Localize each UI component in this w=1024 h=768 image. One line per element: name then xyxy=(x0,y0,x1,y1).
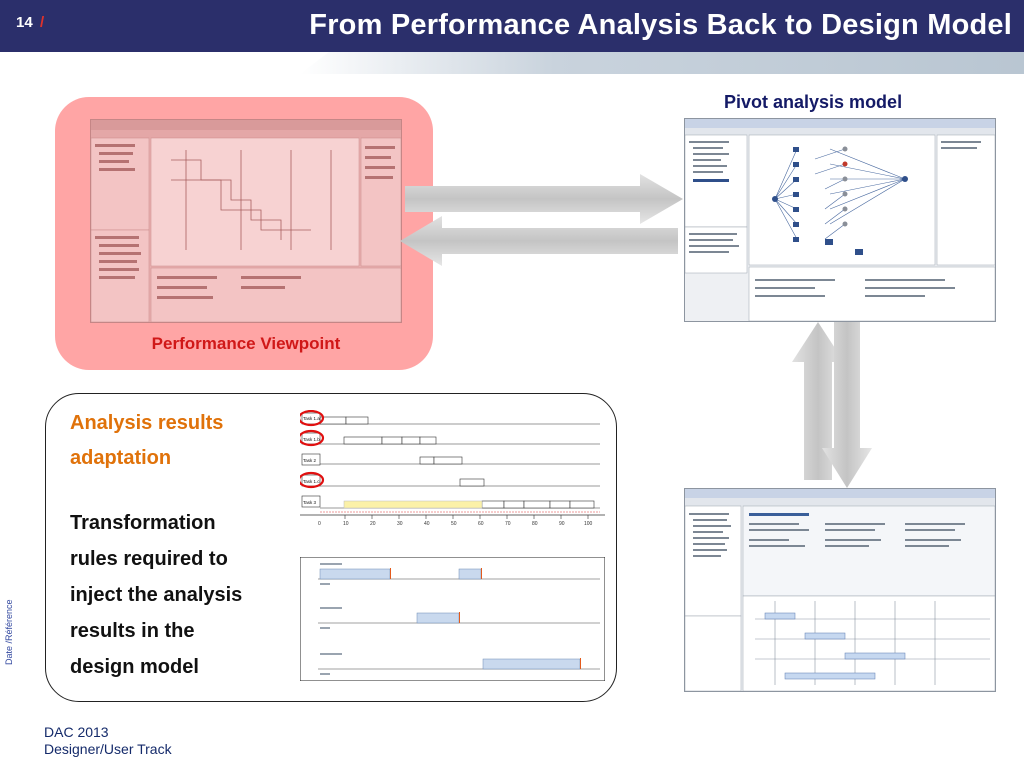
tick-20: 20 xyxy=(370,521,376,527)
slide-header: 14 / From Performance Analysis Back to D… xyxy=(0,0,1024,52)
highlight-task-1a xyxy=(300,410,325,427)
design-model-screenshot xyxy=(684,488,996,692)
analysis-results-adaptation-label: Analysis results adaptation xyxy=(70,406,290,476)
header-band-gradient xyxy=(300,52,1024,74)
adaptation-line-1: Analysis results xyxy=(70,412,224,434)
arrow-to-pv xyxy=(400,216,678,266)
transformation-rules-text: Transformation rules required to inject … xyxy=(70,505,290,685)
task-label-1a: Task 1.a xyxy=(303,416,320,421)
tick-10: 10 xyxy=(343,521,349,527)
design-tool-illustration xyxy=(685,489,995,691)
tick-80: 80 xyxy=(532,521,538,527)
highlight-task-1b xyxy=(300,429,325,447)
task-label-1c: Task 1.c xyxy=(303,479,320,484)
transformation-line-3: inject the analysis xyxy=(70,584,243,606)
tick-100: 100 xyxy=(584,521,593,527)
transformation-line-4: results in the xyxy=(70,620,195,642)
page-number: 14 xyxy=(16,14,33,31)
side-date-reference: Date /Référence xyxy=(4,599,14,665)
footer-line-1: DAC 2013 xyxy=(44,724,109,740)
performance-tool-illustration xyxy=(91,120,401,322)
page-separator: / xyxy=(40,14,45,31)
performance-viewpoint-label: Performance Viewpoint xyxy=(151,334,341,353)
design-timeline-chart xyxy=(300,557,605,681)
highlight-task-1c xyxy=(300,471,325,489)
task-label-2: Task 2 xyxy=(303,458,317,463)
pivot-analysis-screenshot xyxy=(684,118,996,322)
header-band xyxy=(0,52,1024,74)
tick-40: 40 xyxy=(424,521,430,527)
slide-title: From Performance Analysis Back to Design… xyxy=(309,9,1012,41)
transformation-line-2: rules required to xyxy=(70,548,228,570)
tick-0: 0 xyxy=(318,521,321,527)
pivot-analysis-label: Pivot analysis model xyxy=(724,92,903,112)
footer: DAC 2013 Designer/User Track xyxy=(44,724,172,758)
tick-30: 30 xyxy=(397,521,403,527)
tick-60: 60 xyxy=(478,521,484,527)
analysis-gantt-chart: 0 10 20 30 40 50 60 70 80 90 100 Task 1.… xyxy=(300,410,605,528)
adaptation-line-2: adaptation xyxy=(70,447,172,469)
arrow-to-pivot xyxy=(405,174,683,224)
tick-90: 90 xyxy=(559,521,565,527)
task-label-1b: Task 1.b xyxy=(303,437,320,442)
task-label-3: Task 3 xyxy=(303,500,317,505)
tick-50: 50 xyxy=(451,521,457,527)
pivot-tool-illustration xyxy=(685,119,995,321)
performance-viewpoint-screenshot xyxy=(90,119,402,323)
transformation-line-5: design model xyxy=(70,656,199,678)
footer-line-2: Designer/User Track xyxy=(44,741,172,757)
arrow-up xyxy=(792,322,844,480)
tick-70: 70 xyxy=(505,521,511,527)
transformation-line-1: Transformation xyxy=(70,512,216,534)
arrow-down xyxy=(822,322,872,488)
